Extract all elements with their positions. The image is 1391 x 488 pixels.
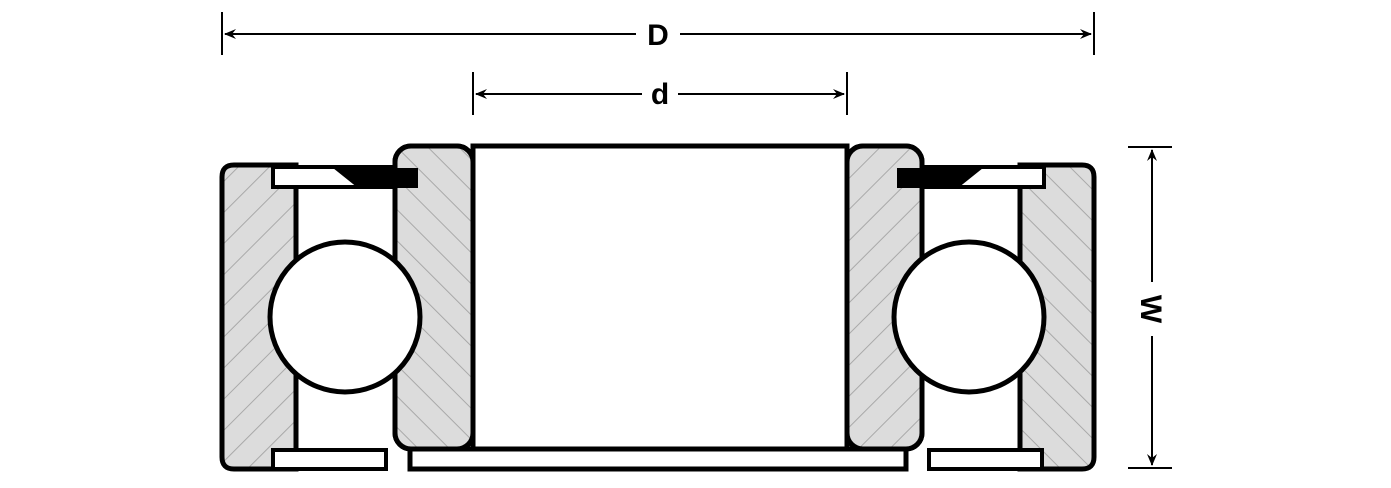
- bore: [470, 143, 850, 452]
- shield-right: [897, 165, 1046, 189]
- dimension-inner-diameter: d: [472, 72, 848, 115]
- shield-bottom-right: [927, 448, 1044, 471]
- label-inner-diameter: d: [651, 78, 669, 111]
- ball-left: [267, 239, 423, 395]
- dimension-width: W: [1128, 146, 1172, 469]
- label-width: W: [1134, 295, 1167, 324]
- shield-left: [271, 165, 418, 189]
- label-outer-diameter: D: [647, 19, 669, 52]
- dimension-outer-diameter: D: [221, 12, 1095, 55]
- ball-right: [891, 239, 1047, 395]
- outer-ring-left: [219, 162, 299, 472]
- outer-ring-right: [1017, 162, 1097, 472]
- shield-bottom-left: [271, 448, 388, 471]
- bearing-base-line: [407, 446, 909, 472]
